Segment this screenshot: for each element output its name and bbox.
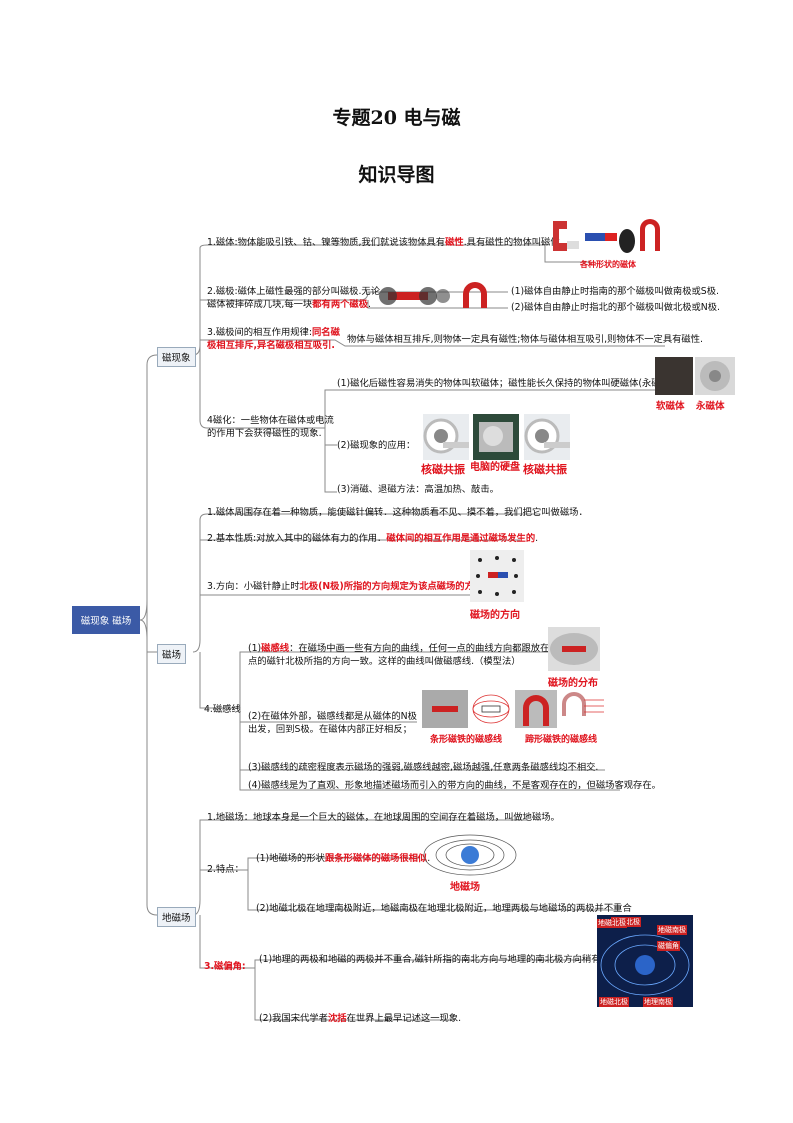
node-demagnetize: (3)消磁、退磁方法：高温加热、敲击。 bbox=[337, 484, 499, 495]
node-earth-shape: (1)地磁场的形状跟条形磁体的磁场很相似. bbox=[256, 853, 431, 864]
node-soft-hard: (1)磁化后磁性容易消失的物体叫软磁体；磁性能长久保持的物体叫硬磁体(永磁体) bbox=[337, 378, 674, 389]
node-repel-note: 物体与磁体相互排斥,则物体一定具有磁性;物体与磁体相互吸引,则物体不一定具有磁性… bbox=[347, 334, 703, 345]
permanent-magnet-image bbox=[695, 357, 735, 395]
u-lines-image bbox=[558, 690, 606, 728]
caption-direction: 磁场的方向 bbox=[470, 610, 520, 621]
node-lines-def-1: (1)磁感线：在磁场中画一些有方向的曲线，任何一点的曲线方向都跟放在该 bbox=[248, 643, 559, 654]
geomagnetic-image bbox=[420, 832, 520, 878]
node-field-def: 1.磁体周围存在着一种物质，能使磁针偏转．这种物质看不见、摸不着，我们把它叫做磁… bbox=[207, 507, 588, 518]
caption-disk: 电脑的硬盘 bbox=[470, 462, 520, 473]
node-north-pole: (2)磁体自由静止时指北的那个磁极叫做北极或N极. bbox=[511, 302, 721, 313]
node-field-direction: 3.方向：小磁针静止时北极(N极)所指的方向规定为该点磁场的方向. bbox=[207, 581, 486, 592]
page-subtitle: 知识导图 bbox=[358, 164, 435, 186]
label-declination: 磁偏角 bbox=[657, 941, 680, 951]
node-lines-direction-2: 出发，回到S极。在磁体内部正好相反； bbox=[248, 724, 412, 735]
field-direction-image bbox=[470, 550, 524, 602]
caption-soft: 软磁体 bbox=[656, 401, 685, 412]
node-pole-rule-2: 极相互排斥,异名磁极相互吸引. bbox=[207, 340, 335, 351]
node-field-lines: 4.磁感线 bbox=[204, 704, 241, 715]
caption-mri-1: 核磁共振 bbox=[421, 463, 465, 476]
node-applications: (2)磁现象的应用： bbox=[337, 440, 416, 451]
node-earth-features: 2.特点： bbox=[207, 864, 244, 875]
caption-geomagnetic: 地磁场 bbox=[450, 882, 480, 893]
mri-image-1 bbox=[423, 414, 469, 460]
node-pole-def-1: 2.磁极:磁体上磁性最强的部分叫磁极.无论 bbox=[207, 286, 381, 297]
soft-magnet-image bbox=[655, 357, 693, 395]
label-mag-north: 地磁北极 bbox=[599, 997, 629, 1007]
caption-u-lines: 蹄形磁铁的磁感线 bbox=[525, 735, 598, 745]
node-pole-def-2: 磁体被摔碎成几块,每一块都有两个磁极. bbox=[207, 299, 371, 310]
field-distribution-image bbox=[548, 627, 600, 671]
node-declination-2: (2)我国宋代学者沈括在世界上最早记述这一现象. bbox=[259, 1013, 462, 1024]
node-density: (3)磁感线的疏密程度表示磁场的强弱,磁感线越密,磁场越强,任意两条磁感线均不相… bbox=[248, 762, 599, 773]
bar-lines-image bbox=[470, 690, 512, 728]
node-lines-def-2: 点的磁针北极所指的方向一致。这样的曲线叫做磁感线.（模型法） bbox=[248, 656, 521, 667]
node-magnet-def: 1.磁体:物体能吸引铁、钴、镍等物质,我们就说该物体具有磁性.具有磁性的物体叫磁… bbox=[207, 237, 569, 248]
node-earth-poles: (2)地磁北极在地理南极附近，地磁南极在地理北极附近，地理两极与地磁场的两极并不… bbox=[256, 903, 632, 914]
node-south-pole: (1)磁体自由静止时指南的那个磁极叫做南极或S极. bbox=[511, 286, 719, 297]
label-geo-south: 地理南极 bbox=[643, 997, 673, 1007]
branch-field: 磁场 bbox=[157, 644, 187, 664]
caption-bar-lines: 条形磁铁的磁感线 bbox=[430, 735, 503, 745]
mri-image-2 bbox=[524, 414, 570, 460]
node-model: (4)磁感线是为了直观、形象地描述磁场而引入的带方向的曲线，不是客观存在的，但磁… bbox=[248, 780, 661, 791]
declination-image: 地理北极 地磁南极 磁偏角 地磁北极 地理南极 bbox=[597, 915, 693, 1007]
branch-magnetism: 磁现象 bbox=[157, 347, 196, 367]
pole-filings-image bbox=[378, 278, 500, 314]
caption-distribution: 磁场的分布 bbox=[548, 678, 598, 689]
node-declination-1: (1)地理的两极和地磁的两极并不重合,磁针所指的南北方向与地理的南北极方向稍有偏… bbox=[259, 954, 623, 965]
label-mag-south: 地磁南极 bbox=[657, 925, 687, 935]
label-mag-north-top: 地磁北极 bbox=[597, 919, 627, 928]
caption-magnets: 各种形状的磁体 bbox=[580, 260, 636, 269]
node-field-property: 2.基本性质:对放入其中的磁体有力的作用．磁体间的相互作用是通过磁场发生的. bbox=[207, 533, 539, 544]
node-magnetization-2: 的作用下会获得磁性的现象. bbox=[207, 428, 322, 439]
caption-permanent: 永磁体 bbox=[696, 401, 725, 412]
node-declination: 3.磁偏角: bbox=[204, 961, 246, 972]
hard-disk-image bbox=[473, 414, 519, 460]
node-pole-rule: 3.磁极间的相互作用规律:同名磁 bbox=[207, 327, 340, 338]
bar-filings-image bbox=[422, 690, 468, 728]
page-title: 专题20 电与磁 bbox=[332, 107, 461, 129]
node-earth-def: 1.地磁场：地球本身是一个巨大的磁体，在地球周围的空间存在着磁场，叫做地磁场。 bbox=[207, 812, 560, 823]
caption-mri-2: 核磁共振 bbox=[523, 463, 567, 476]
root-node: 磁现象 磁场 bbox=[72, 606, 140, 634]
node-magnetization-1: 4磁化：一些物体在磁体或电流 bbox=[207, 415, 334, 426]
branch-earth-field: 地磁场 bbox=[157, 907, 196, 927]
node-lines-direction-1: (2)在磁体外部，磁感线都是从磁体的N极 bbox=[248, 711, 417, 722]
magnets-image bbox=[545, 215, 665, 259]
u-filings-image bbox=[515, 690, 557, 728]
